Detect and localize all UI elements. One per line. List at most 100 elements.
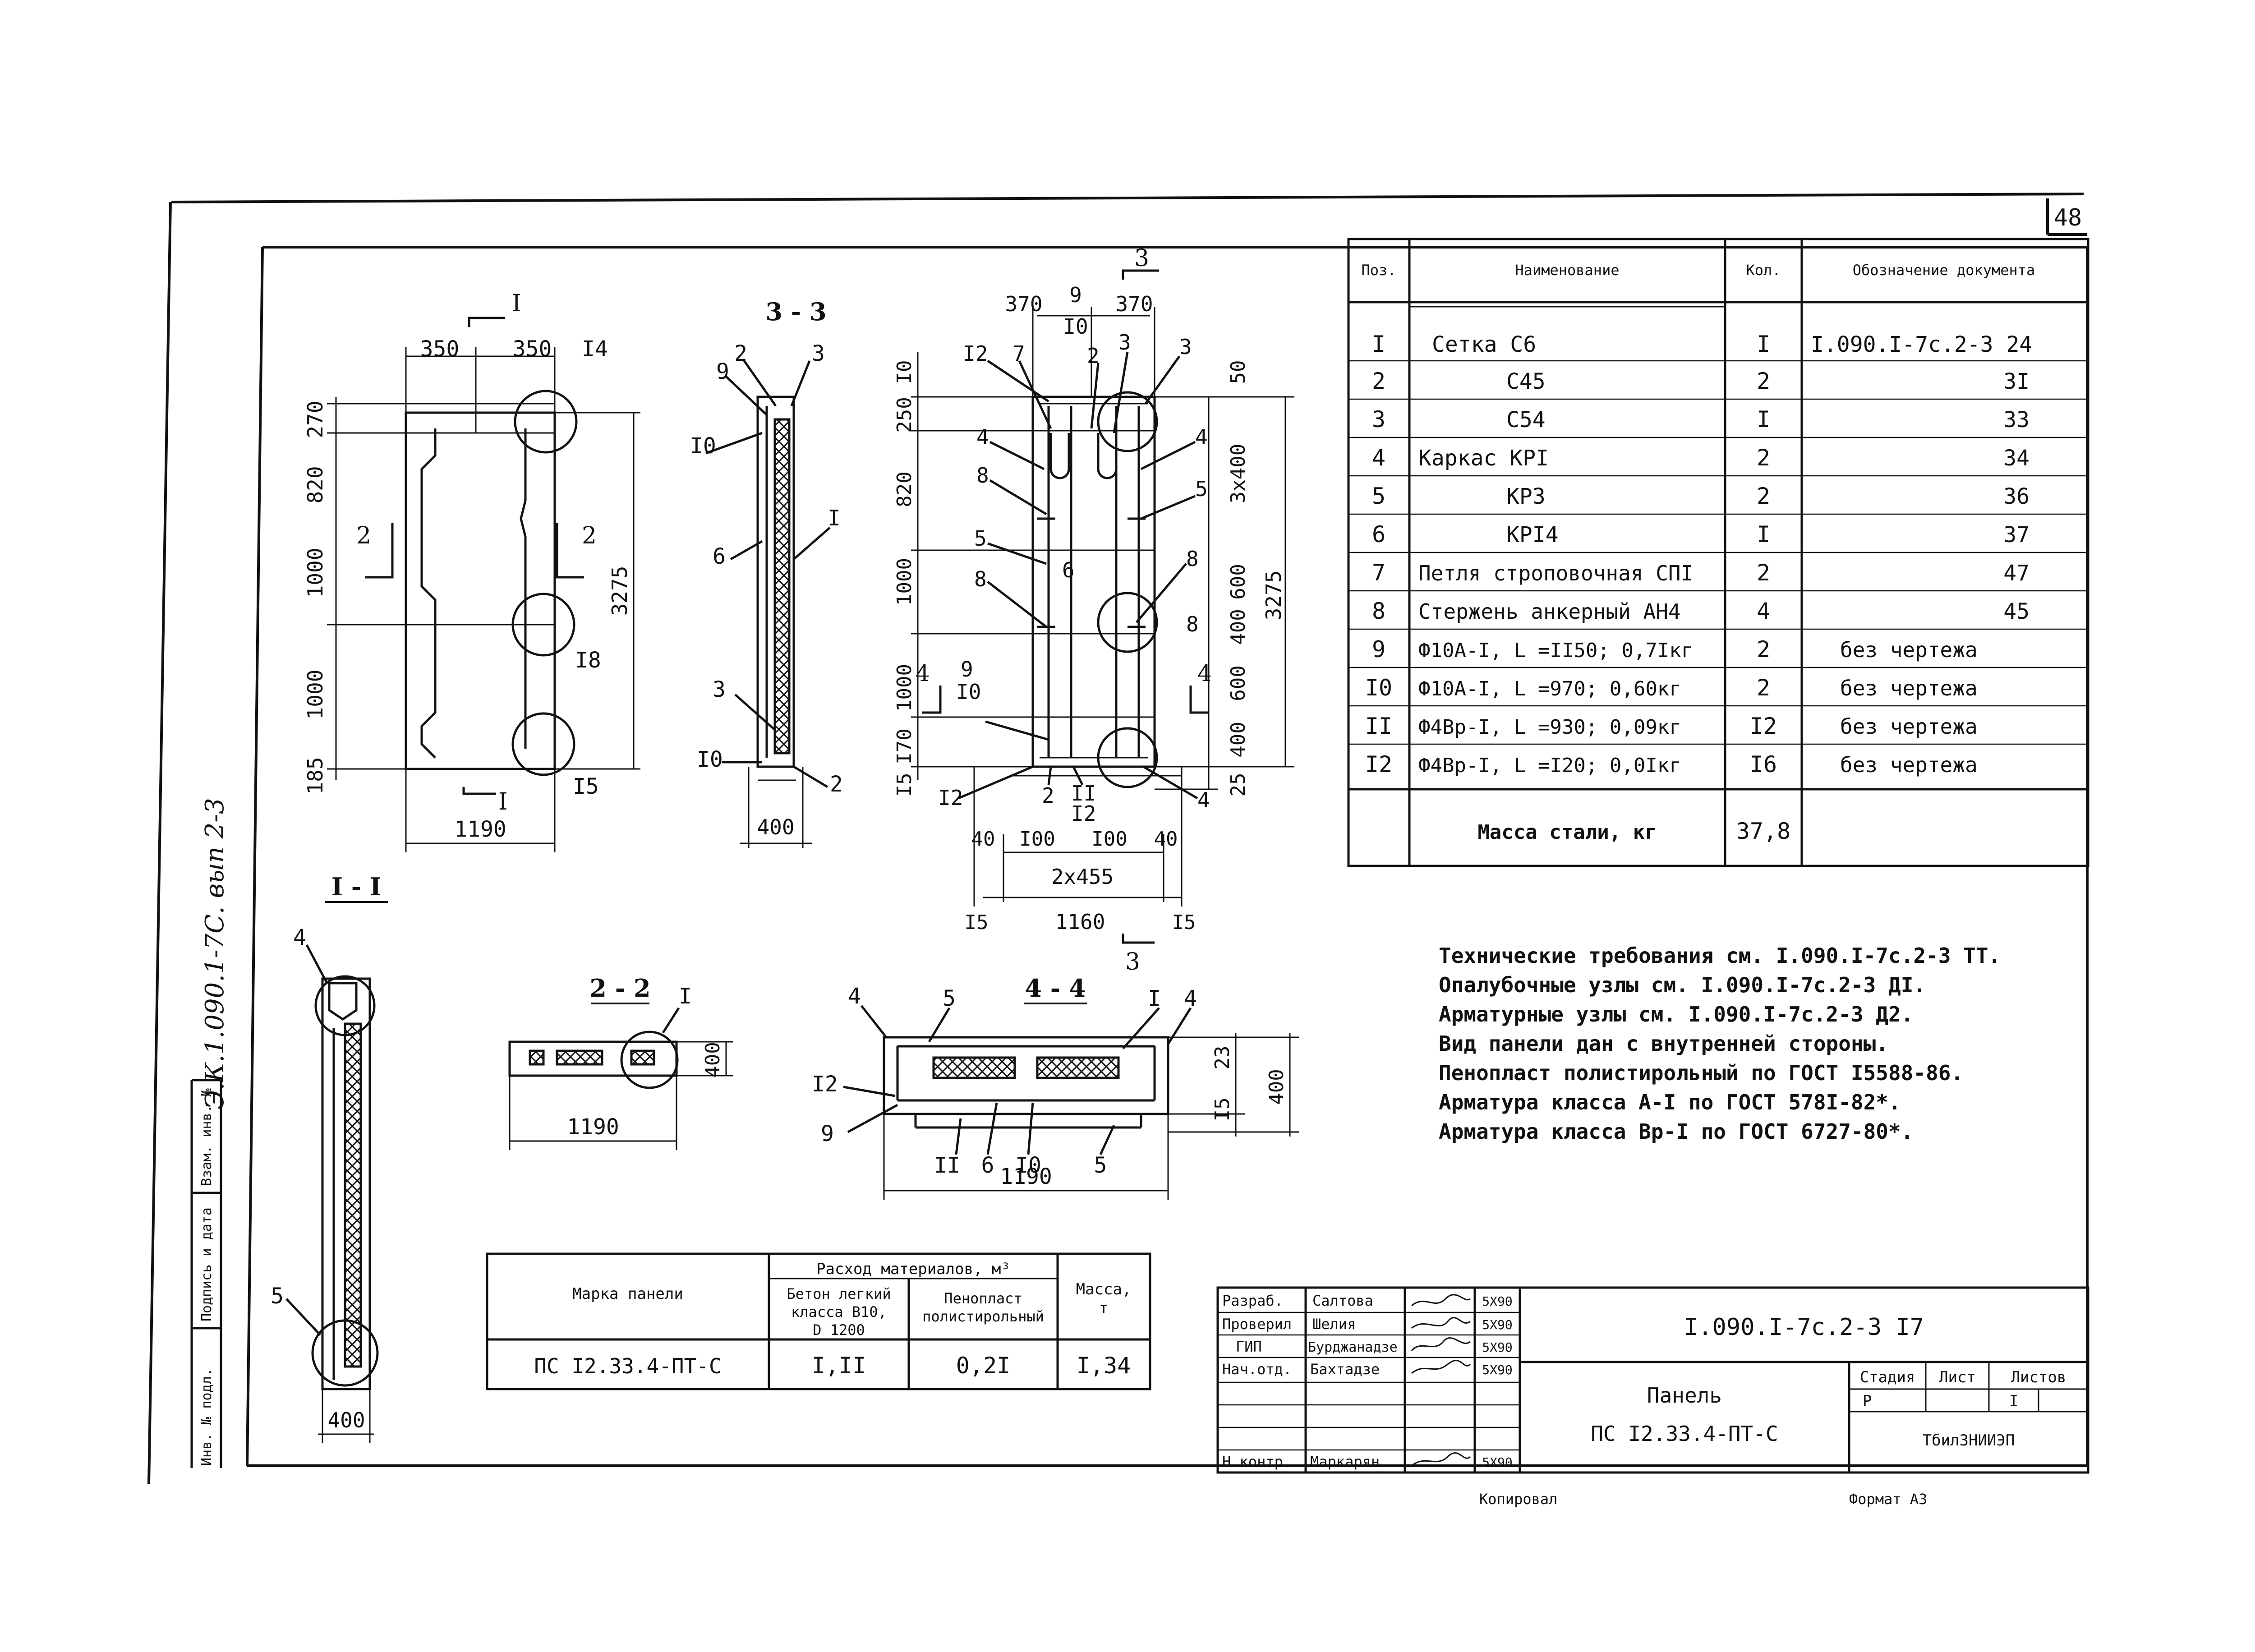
spec-row1-name: Сетка С6: [1432, 332, 1536, 357]
s33-dim-400: 400: [757, 815, 794, 839]
s44-mark-4a: 4: [848, 984, 861, 1009]
s44-dim-400: 400: [1265, 1069, 1288, 1104]
view-section-1-1: I - I 4 5 400: [271, 872, 388, 1443]
s33-mark-9: 9: [716, 359, 729, 384]
spec-head-doc: Обозначение документа: [1853, 262, 2035, 279]
main-dim-2x455: 2x455: [1051, 865, 1114, 889]
tb-sheet-head: Лист: [1939, 1368, 1976, 1386]
s44-mark-6: 6: [981, 1153, 994, 1178]
main-mark-9: 9: [961, 657, 973, 681]
main-mark-4c: 4: [1197, 788, 1210, 812]
s44-mark-5b: 5: [1094, 1153, 1107, 1178]
mat-head-mass-2: т: [1099, 1299, 1108, 1317]
main-right-3x400: 3x400: [1227, 444, 1250, 503]
s22-mark-1: I: [679, 984, 692, 1009]
spec-row5-doc: 36: [2003, 484, 2030, 509]
mat-row-foam: 0,2I: [956, 1353, 1010, 1379]
main-bottom-40b: 40: [1154, 828, 1178, 851]
main-bottom-15a: I5: [965, 911, 989, 934]
title-block: Разраб. Проверил ГИП Нач.отд. Н.контр. С…: [1216, 1286, 2089, 1474]
spec-row3-pos: 3: [1372, 406, 1385, 433]
spec-row12-name: Ф4Вр-I, L =I20; 0,0Iкг: [1418, 754, 1681, 777]
spec-row2-pos: 2: [1372, 368, 1385, 394]
elev-dim-1000b: 1000: [303, 670, 327, 720]
main-bottom-15b: I5: [1172, 911, 1196, 934]
spec-row4-doc: 34: [2003, 446, 2030, 471]
main-mark-4b: 4: [1195, 425, 1208, 449]
tb-doc-code: I.090.I-7с.2-3 I7: [1684, 1314, 1924, 1341]
spec-row10-qty: 2: [1757, 675, 1770, 701]
main-mark-8d: 8: [1186, 612, 1199, 636]
main-cut-3-bottom: 3: [1125, 948, 1140, 976]
s44-dim-15: I5: [1211, 1098, 1234, 1122]
spec-row11-pos: II: [1365, 713, 1392, 739]
spec-row5-qty: 2: [1757, 483, 1770, 509]
spec-mass-value: 37,8: [1736, 818, 1790, 844]
tb-name-5: Маркарян: [1310, 1453, 1380, 1470]
mat-row-concrete: I,II: [812, 1353, 866, 1379]
spec-row2-doc: 3I: [2003, 369, 2030, 394]
spec-row10-doc: без чертежа: [1840, 676, 1978, 700]
s44-mark-10: I0: [1015, 1153, 1041, 1178]
spec-row6-qty: I: [1757, 521, 1770, 548]
main-mark-8a: 8: [976, 463, 989, 488]
main-right-400b: 400: [1227, 722, 1250, 757]
tb-name-1: Салтова: [1312, 1292, 1373, 1309]
s33-mark-2: 2: [734, 341, 747, 366]
s44-mark-5a: 5: [943, 986, 956, 1011]
spec-table: Поз. Наименование Кол. Обозначение докум…: [1347, 238, 2089, 867]
main-mark-12: I2: [963, 341, 988, 366]
elev-callout-i4: I4: [582, 336, 608, 362]
main-mark-10: I0: [956, 680, 981, 704]
main-bottom-100b: I00: [1091, 828, 1127, 851]
s44-mark-9: 9: [821, 1121, 834, 1146]
tb-org: ТбилЗНИИЭП: [1923, 1431, 2015, 1450]
main-dim-9: 9: [1069, 283, 1082, 307]
main-mark-7: 7: [1012, 341, 1025, 366]
mat-head-mark: Марка панели: [572, 1285, 683, 1303]
tb-title-2: ПС I2.33.4-ПТ-С: [1591, 1422, 1778, 1446]
spec-row3-qty: I: [1757, 406, 1770, 433]
tb-date-2: 5X90: [1482, 1317, 1512, 1332]
s33-title: 3 - 3: [765, 297, 826, 326]
elev-callout-i5: I5: [573, 774, 599, 799]
main-mark-11: II: [1071, 781, 1096, 805]
main-mark-3a: 3: [1118, 330, 1131, 354]
tb-role-head: Нач.отд.: [1222, 1361, 1292, 1378]
s33-mark-10b: I0: [697, 747, 723, 772]
s44-mark-4b: 4: [1184, 986, 1197, 1011]
tb-sheets: I: [2009, 1392, 2018, 1410]
spec-row5-name: КР3: [1506, 484, 1546, 509]
main-left-250: 250: [893, 397, 916, 433]
note-4: Вид панели дан с внутренней стороны.: [1439, 1031, 1888, 1056]
elev-dim-270: 270: [303, 400, 327, 438]
s44-mark-12: I2: [812, 1072, 838, 1097]
main-mark-5b: 5: [974, 526, 987, 551]
tb-stage-head: Стадия: [1860, 1368, 1915, 1386]
main-mark-12b: I2: [938, 786, 963, 810]
main-dim-370b: 370: [1115, 292, 1153, 316]
s33-mark-3b: 3: [713, 677, 726, 702]
spec-head-pos: Поз.: [1361, 262, 1396, 279]
note-7: Арматура класса Вр-I по ГОСТ 6727-80*.: [1439, 1119, 1913, 1144]
main-mark-2b: 2: [1042, 783, 1054, 808]
view-section-4-4: 4 - 4: [812, 974, 1299, 1200]
spec-row7-doc: 47: [2003, 561, 2030, 586]
elev-dim-820: 820: [303, 466, 327, 503]
mat-row-mass: I,34: [1077, 1353, 1131, 1379]
tb-date-1: 5X90: [1482, 1294, 1512, 1309]
mat-head-concrete-1: Бетон легкий: [787, 1285, 891, 1302]
s33-mark-2b: 2: [830, 772, 843, 797]
tb-signatures: [1411, 1294, 1471, 1467]
spec-row12-pos: I2: [1365, 751, 1392, 778]
mat-head-concrete-3: D 1200: [813, 1321, 865, 1339]
note-3: Арматурные узлы см. I.090.I-7с.2-3 Д2.: [1439, 1002, 1913, 1026]
spec-row8-doc: 45: [2003, 599, 2030, 624]
main-right-25: 25: [1227, 773, 1250, 797]
spec-row2-name: С45: [1506, 369, 1546, 394]
main-dim-10: I0: [1063, 314, 1088, 339]
spec-row4-name: Каркас КРI: [1418, 446, 1549, 471]
spec-row7-pos: 7: [1372, 560, 1385, 586]
tb-name-3: Бурджанадзе: [1308, 1339, 1398, 1355]
spec-row9-doc: без чертежа: [1840, 638, 1978, 662]
